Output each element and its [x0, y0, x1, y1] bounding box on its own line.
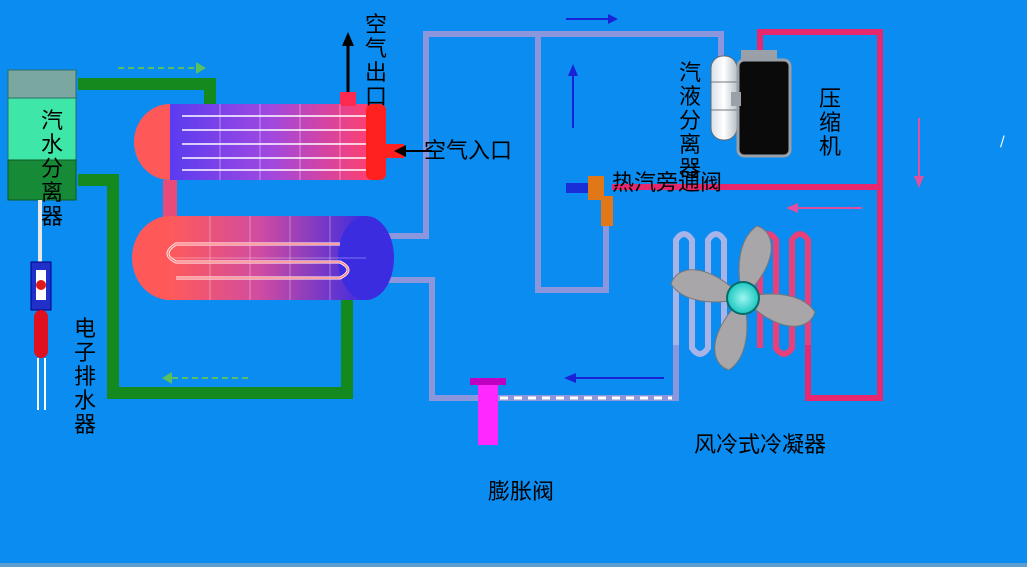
suction-line [385, 31, 724, 239]
vapor-liquid-separator [710, 55, 738, 141]
air-inlet-label: 空气入口 [424, 139, 513, 164]
edge-mark: / [1000, 134, 1005, 150]
air-outlet-label: 空气出口 [364, 13, 387, 110]
exchanger-connector [163, 180, 177, 218]
arrow-up-icon [568, 64, 578, 76]
discharge-line [757, 29, 883, 401]
hot-gas-bypass-valve-label: 热汽旁通阀 [612, 171, 723, 196]
vapor-water-separator-label: 汽水分离器 [40, 109, 63, 230]
arrow-right-icon [608, 14, 618, 24]
electronic-drain [30, 200, 52, 410]
arrow-left-icon [394, 145, 406, 157]
frame-bottom [0, 563, 1027, 567]
air-cooled-condenser-label: 风冷式冷凝器 [694, 433, 827, 458]
vapor-water-separator [7, 69, 77, 201]
expansion-valve [470, 378, 506, 445]
electronic-drain-label: 电子排水器 [73, 317, 96, 438]
upper-heat-exchanger [134, 92, 404, 180]
condenser-fan [670, 225, 816, 371]
refrigerant-piping [385, 31, 724, 401]
air-flow-arrows [118, 67, 248, 379]
liquid-line [385, 277, 480, 401]
arrow-down-icon [914, 176, 924, 188]
compressor-label: 压缩机 [818, 87, 841, 160]
hot-gas-bypass-valve [566, 176, 613, 226]
arrow-left-icon [786, 203, 798, 213]
arrow-left-icon [564, 373, 576, 383]
hot-gas-piping [612, 29, 883, 401]
air-pipe-to-heat-exchanger [78, 78, 216, 112]
air-pipe-return [78, 174, 353, 399]
bypass-line [535, 34, 609, 293]
compressor [731, 50, 792, 158]
hot-gas-flow-arrows [796, 118, 920, 209]
air-piping [78, 78, 353, 399]
condenser-outlet-line [498, 345, 679, 401]
arrow-left-icon [162, 372, 172, 384]
arrow-up-icon [342, 32, 354, 46]
vapor-liquid-separator-label: 汽液分离器 [678, 61, 701, 182]
arrow-right-icon [196, 62, 206, 74]
lower-heat-exchanger [132, 216, 394, 300]
refrigerant-flow-arrows [566, 18, 664, 379]
expansion-valve-label: 膨胀阀 [488, 480, 555, 505]
